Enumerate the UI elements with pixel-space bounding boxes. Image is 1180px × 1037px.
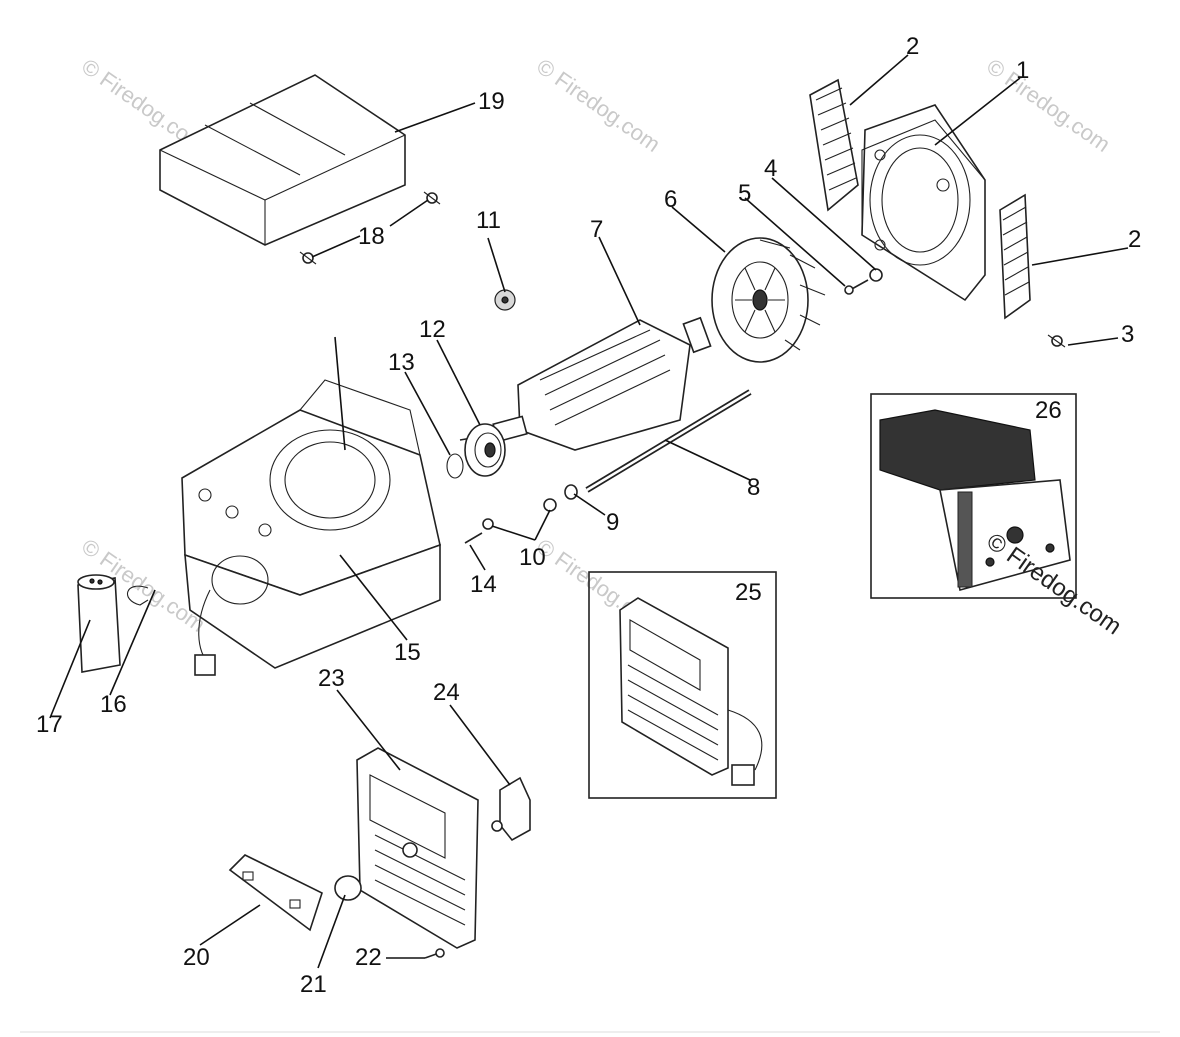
part-number-label: 7 <box>590 216 603 243</box>
screw-part <box>1047 334 1066 348</box>
part-number-label: 12 <box>419 316 446 343</box>
screw-part <box>424 948 445 959</box>
nut-part <box>482 498 557 530</box>
part-number-label: 18 <box>358 223 385 250</box>
inset-box-25 <box>588 571 777 799</box>
part-number-label: 13 <box>388 349 415 376</box>
plate-part <box>228 854 323 932</box>
switch-part <box>491 776 531 842</box>
part-number-label: 21 <box>300 971 327 998</box>
part-number-label: 19 <box>478 88 505 115</box>
capacitor-part <box>77 574 121 673</box>
housing-part <box>861 104 986 302</box>
part-number-label: 10 <box>519 544 546 571</box>
retaining-ring-part <box>446 453 464 479</box>
washer-part <box>564 484 578 500</box>
part-number-label: 8 <box>747 474 760 501</box>
stator-frame-part <box>181 379 441 676</box>
part-number-label: 24 <box>433 679 460 706</box>
part-number-label: 11 <box>476 207 501 234</box>
fan-part <box>711 237 826 363</box>
part-number-label: 2 <box>906 33 919 60</box>
part-number-label: 9 <box>606 509 619 536</box>
part-number-label: 3 <box>1121 321 1134 348</box>
part-number-label: 16 <box>100 691 127 718</box>
bolt-part <box>844 279 869 295</box>
watermark: © Firedog.com <box>532 54 665 157</box>
part-number-label: 23 <box>318 665 345 692</box>
watermark: © Firedog.com <box>982 54 1115 157</box>
part-number-label: 22 <box>355 944 382 971</box>
part-number-label: 1 <box>1016 57 1029 84</box>
part-number-label: 15 <box>394 639 421 666</box>
part-number-label: 5 <box>738 180 751 207</box>
stud-part <box>464 532 483 544</box>
knob-part <box>334 875 362 901</box>
rotor-part <box>459 316 712 451</box>
clip-part <box>126 585 149 606</box>
screw-part <box>299 191 441 265</box>
screen-part <box>809 78 1031 320</box>
panel-part <box>356 747 479 949</box>
part-number-label: 2 <box>1128 226 1141 253</box>
bracket-part <box>494 289 516 311</box>
part-number-label: 20 <box>183 944 210 971</box>
part-labels: 1 2 2 3 4 5 6 7 8 9 10 11 12 13 14 15 16… <box>36 33 1141 998</box>
bearing-part <box>464 423 506 477</box>
inset-box-26 <box>870 393 1077 599</box>
leader-lines <box>49 54 1129 969</box>
part-number-label: 17 <box>36 711 63 738</box>
part-number-label: 6 <box>664 186 677 213</box>
part-number-label: 4 <box>764 155 777 182</box>
part-number-label: 26 <box>1035 397 1062 424</box>
washer-part <box>869 268 883 282</box>
part-number-label: 25 <box>735 579 762 606</box>
part-number-label: 14 <box>470 571 497 598</box>
cover-part <box>159 74 406 246</box>
